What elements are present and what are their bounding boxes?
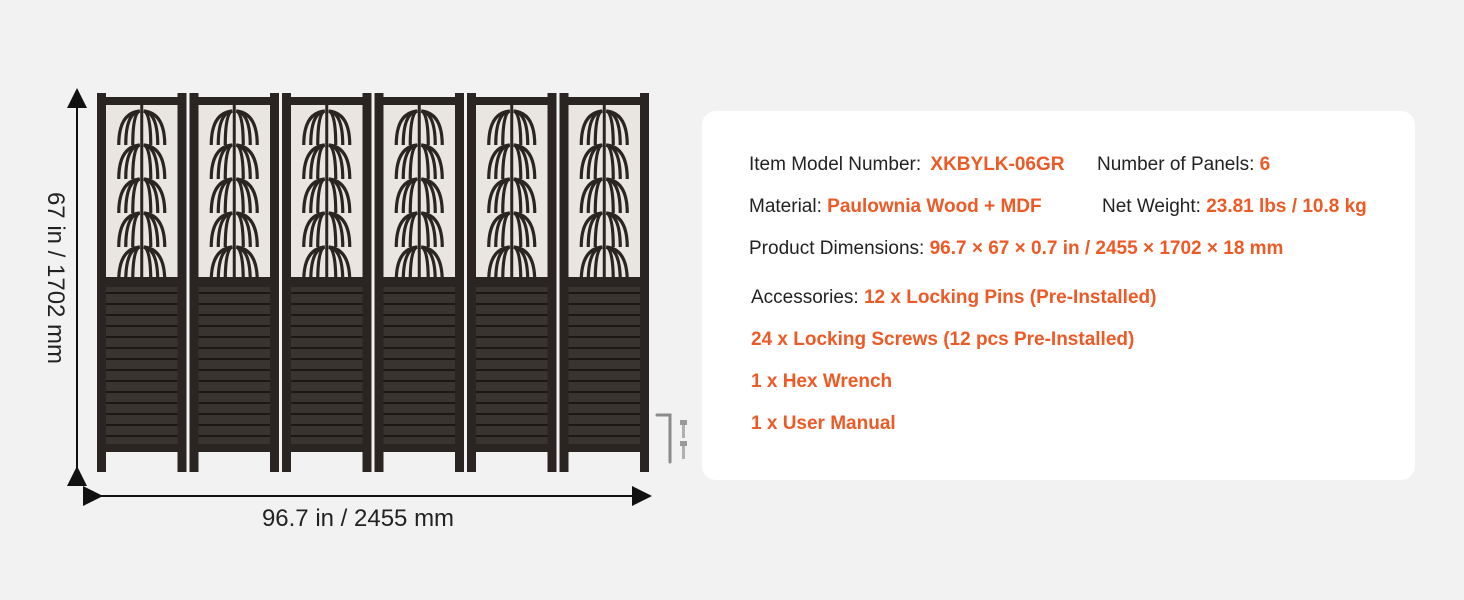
width-dimension-label: 96.7 in / 2455 mm (261, 505, 455, 532)
product-drawing (67, 88, 687, 506)
accessory-item: 24 x Locking Screws (12 pcs Pre-Installe… (751, 329, 1135, 350)
spec-model-value: XKBYLK-06GR (930, 154, 1065, 175)
spec-net-weight: Net Weight: 23.81 lbs / 10.8 kg (1102, 196, 1367, 218)
spec-dimensions-label: Product Dimensions: (749, 238, 925, 259)
locking-screw-icon (680, 420, 687, 459)
spec-product-dimensions: Product Dimensions: 96.7 × 67 × 0.7 in /… (749, 238, 1283, 260)
spec-model-number: Item Model Number: XKBYLK-06GR (749, 154, 1064, 176)
spec-weight-value: 23.81 lbs / 10.8 kg (1206, 196, 1367, 217)
divider-panel (467, 93, 557, 472)
spec-material-value: Paulownia Wood + MDF (827, 196, 1042, 217)
accessory-item: 12 x Locking Pins (Pre-Installed) (863, 287, 1157, 308)
accessory-item: 1 x Hex Wrench (751, 371, 893, 392)
divider-panel (374, 93, 464, 472)
divider-panel (282, 93, 372, 472)
spec-model-label: Item Model Number: (749, 154, 922, 175)
divider-panel (559, 93, 649, 472)
spec-material-label: Material: (749, 196, 822, 217)
spec-dimensions-value: 96.7 × 67 × 0.7 in / 2455 × 1702 × 18 mm (929, 238, 1284, 259)
spec-accessories: Accessories: 12 x Locking Pins (Pre-Inst… (751, 287, 1156, 309)
spec-panels-value: 6 (1259, 154, 1271, 175)
spec-panel-count: Number of Panels: 6 (1097, 154, 1270, 176)
divider-panel (97, 93, 187, 472)
spec-accessories-label: Accessories: (751, 287, 859, 308)
specification-card: Item Model Number: XKBYLK-06GR Number of… (702, 111, 1415, 480)
accessory-item: 1 x User Manual (751, 413, 896, 434)
spec-panels-label: Number of Panels: (1097, 154, 1255, 175)
hex-wrench-icon (655, 413, 672, 464)
spec-weight-label: Net Weight: (1102, 196, 1201, 217)
spec-material: Material: Paulownia Wood + MDF (749, 196, 1042, 218)
divider-panel (189, 93, 279, 472)
height-dimension-label: 67 in / 1702 mm (42, 191, 69, 365)
